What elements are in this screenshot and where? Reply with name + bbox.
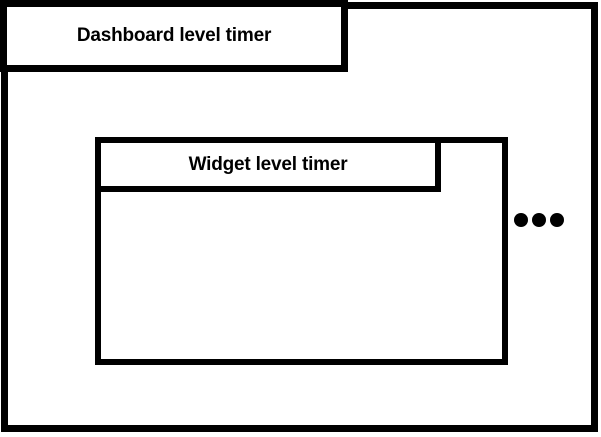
ellipsis-icon <box>514 213 564 227</box>
widget-timer-label: Widget level timer <box>188 153 348 175</box>
dashboard-timer-label: Dashboard level timer <box>76 25 272 46</box>
widget-header-box: Widget level timer <box>95 137 441 192</box>
ellipsis-dot <box>514 213 528 227</box>
ellipsis-dot <box>550 213 564 227</box>
ellipsis-dot <box>532 213 546 227</box>
dashboard-timer-box: Dashboard level timer <box>0 0 348 72</box>
